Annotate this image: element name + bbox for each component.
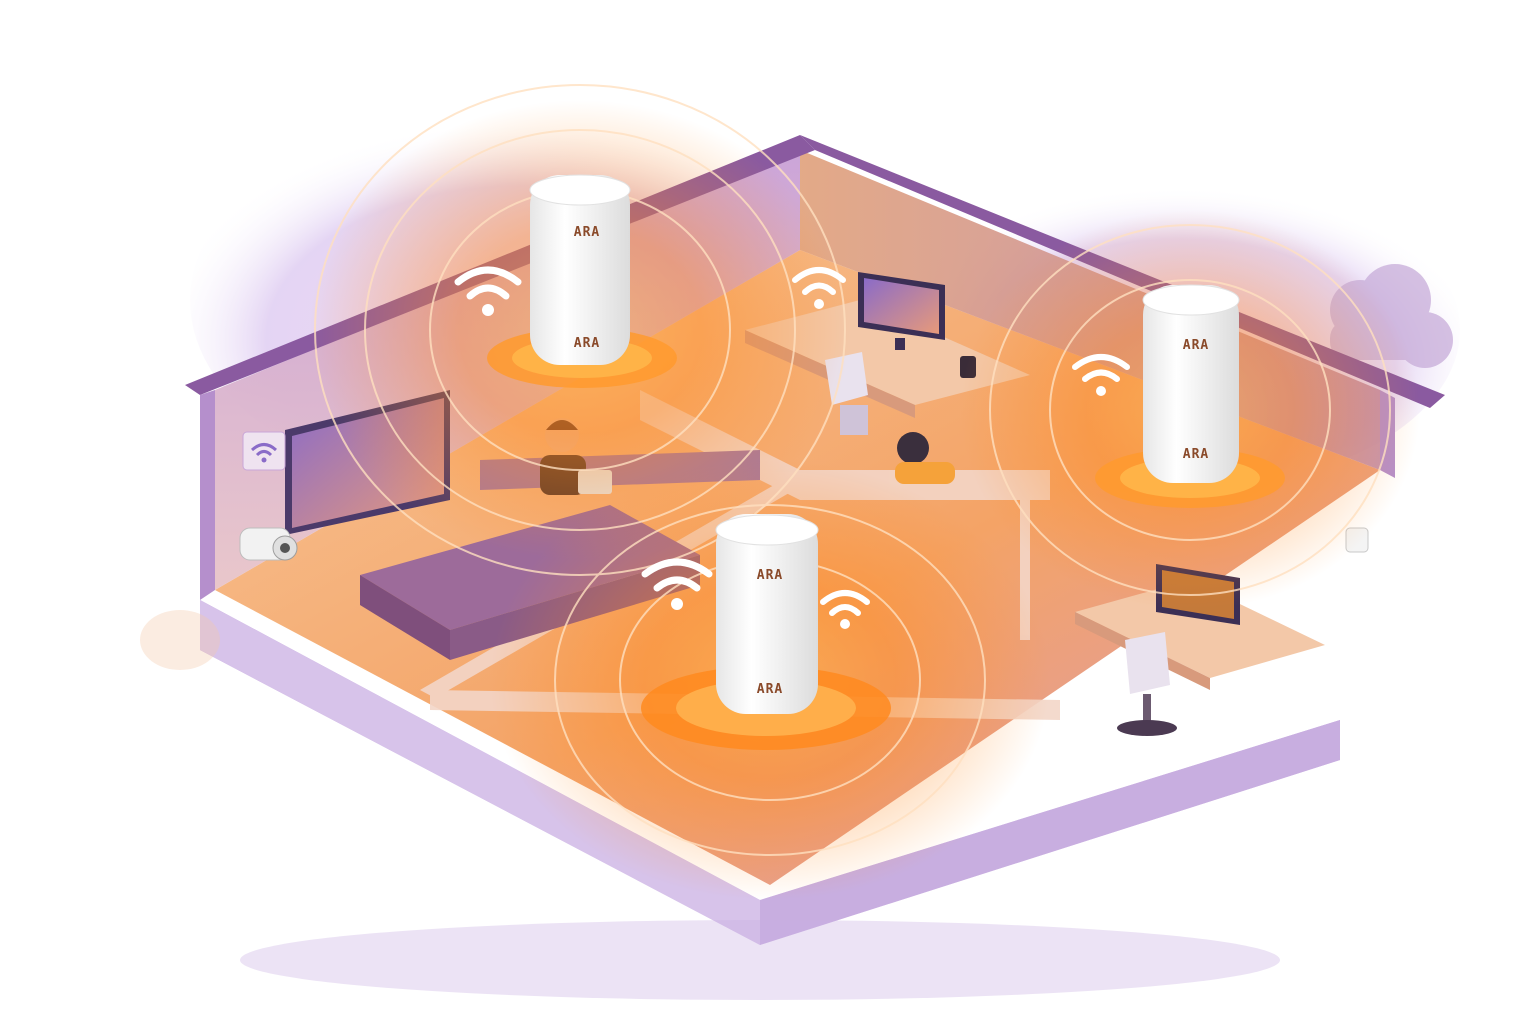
wifi-icon: [641, 558, 713, 610]
router-top-label: ARA: [574, 225, 600, 240]
wifi-icon: [454, 266, 522, 316]
router-bottom-label: ARA: [1183, 447, 1209, 462]
router-icon: ARA ARA: [715, 514, 819, 714]
wifi-icon: [820, 590, 870, 629]
person-icon: [895, 432, 955, 484]
wifi-icon: [242, 431, 286, 471]
router-bottom-label: ARA: [757, 682, 783, 697]
ground-shadow: [140, 610, 1280, 1000]
chair-icon: [1117, 632, 1177, 736]
wifi-icon: [1072, 354, 1130, 396]
router-bottom-label: ARA: [574, 336, 600, 351]
router-icon: ARA ARA: [529, 174, 631, 365]
wifi-icon: [792, 267, 846, 309]
router-top-label: ARA: [1183, 338, 1209, 353]
router-icon: ARA ARA: [1142, 284, 1240, 483]
security-camera-icon: [239, 527, 298, 561]
router-top-label: ARA: [757, 568, 783, 583]
monitor-icon: [858, 272, 945, 350]
